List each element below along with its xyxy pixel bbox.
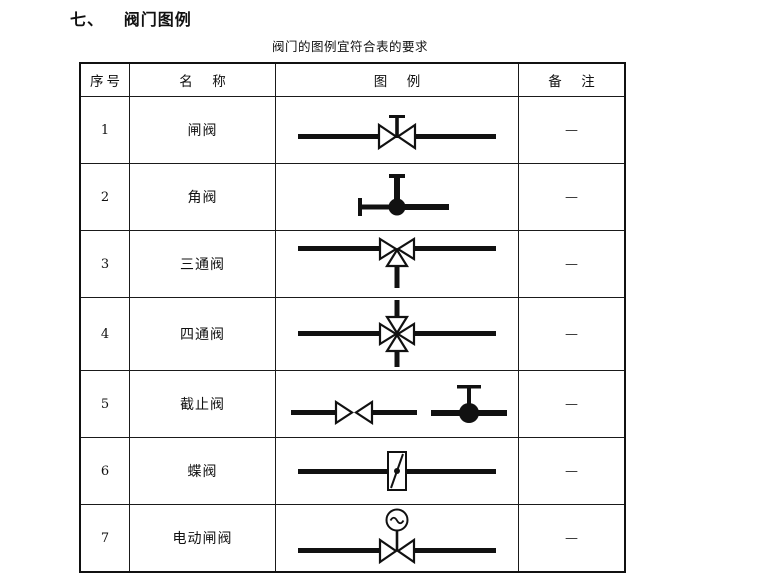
gate-valve-symbol (276, 97, 518, 163)
four-way-valve-symbol (276, 298, 518, 370)
three-way-valve-symbol (276, 231, 518, 297)
row-index: 6 (79, 437, 130, 505)
row-index: 4 (79, 297, 130, 371)
valve-symbol-cell (275, 230, 519, 298)
valve-symbol-cell (275, 370, 519, 438)
table-row: 5 截止阀 (79, 370, 626, 438)
remark: — (518, 96, 626, 164)
butterfly-valve-symbol (276, 438, 518, 504)
valve-name: 角阀 (129, 163, 276, 231)
valve-symbol-cell (275, 504, 519, 573)
valve-legend-table: 序号 名 称 图 例 备 注 1 闸阀 (79, 62, 626, 573)
remark: — (518, 230, 626, 298)
valve-symbol-cell (275, 297, 519, 371)
valve-name: 三通阀 (129, 230, 276, 298)
page-title: 七、 阀门图例 (70, 6, 192, 30)
remark: — (518, 297, 626, 371)
table-row: 4 四通阀 — (79, 297, 626, 371)
table-row: 6 蝶阀 — (79, 437, 626, 505)
column-header-name: 名 称 (129, 62, 276, 97)
valve-symbol-cell (275, 163, 519, 231)
valve-name: 截止阀 (129, 370, 276, 438)
table-caption: 阀门的图例宜符合表的要求 (271, 39, 428, 54)
table-header-row: 序号 名 称 图 例 备 注 (79, 62, 626, 97)
column-header-no: 序号 (79, 62, 130, 97)
section-title-text: 阀门图例 (123, 10, 192, 29)
valve-name: 闸阀 (129, 96, 276, 164)
valve-symbol-cell (275, 96, 519, 164)
globe-valve-symbol (276, 371, 518, 437)
row-index: 2 (79, 163, 130, 231)
table-body: 1 闸阀 — 2 角阀 (79, 96, 626, 573)
remark: — (518, 437, 626, 505)
row-index: 7 (79, 504, 130, 573)
remark: — (518, 163, 626, 231)
section-number: 七、 (70, 10, 105, 29)
valve-name: 四通阀 (129, 297, 276, 371)
valve-name: 蝶阀 (129, 437, 276, 505)
column-header-symbol: 图 例 (275, 62, 519, 97)
column-header-note: 备 注 (518, 62, 626, 97)
table-row: 1 闸阀 — (79, 96, 626, 164)
table-row: 7 电动闸阀 — (79, 504, 626, 573)
row-index: 5 (79, 370, 130, 438)
remark: — (518, 504, 626, 573)
table-row: 2 角阀 — (79, 163, 626, 231)
valve-name: 电动闸阀 (129, 504, 276, 573)
row-index: 1 (79, 96, 130, 164)
row-index: 3 (79, 230, 130, 298)
motorized-gate-valve-symbol (276, 505, 518, 571)
angle-valve-symbol (276, 164, 518, 230)
table-row: 3 三通阀 — (79, 230, 626, 298)
valve-symbol-cell (275, 437, 519, 505)
remark: — (518, 370, 626, 438)
table-header: 序号 名 称 图 例 备 注 (79, 62, 626, 97)
